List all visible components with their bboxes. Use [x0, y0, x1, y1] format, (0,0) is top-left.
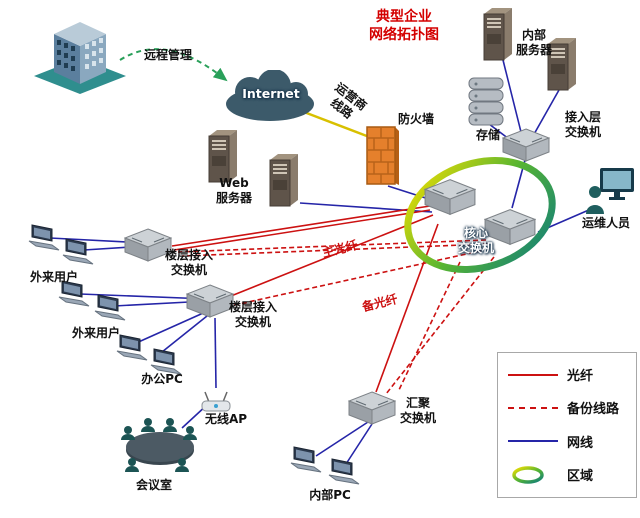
internal-pc-icon	[290, 446, 326, 474]
internal-pc-icon	[328, 458, 364, 486]
floor-switch1-label: 楼层接入 交换机	[164, 248, 213, 277]
meeting-room-icon	[116, 414, 204, 476]
legend-row-cable: 网线	[508, 432, 626, 451]
external-users2-label: 外来用户	[71, 326, 120, 340]
remote-management-label: 远程管理	[143, 48, 192, 62]
ops-staff-label: 运维人员	[581, 216, 630, 230]
legend: 光纤 备份线路 网线 区域	[497, 352, 637, 498]
firewall-label: 防火墙	[397, 112, 434, 126]
core-switch-icon	[424, 178, 476, 216]
headquarters-building-icon	[34, 10, 126, 98]
zone-ring-sample	[512, 466, 544, 484]
aggregation-switch-label: 汇聚 交换机	[399, 396, 436, 425]
office-pc-label: 办公PC	[141, 372, 183, 386]
external-users1-label: 外来用户	[29, 270, 78, 284]
core-switch-label: 核心 交换机	[457, 226, 494, 255]
access-switch-label: 接入层 交换机	[564, 110, 601, 139]
external-user-laptop-icon	[94, 294, 130, 322]
web-server-label: Web 服务器	[215, 176, 252, 205]
storage-icon	[466, 76, 506, 128]
cable-label: 网线	[567, 435, 594, 451]
fiber-line-sample	[508, 373, 558, 376]
cable-line-sample	[508, 440, 558, 443]
remote-management-link	[119, 48, 228, 82]
legend-row-fiber: 光纤	[508, 365, 626, 384]
fiber-label: 光纤	[567, 369, 594, 384]
ops-staff-icon	[584, 166, 636, 216]
backup-fiber-lines	[177, 239, 495, 395]
floor-switch2-label: 楼层接入 交换机	[228, 300, 277, 329]
backup-line-sample	[508, 406, 558, 409]
diagram-title: 典型企业 网络拓扑图	[369, 9, 439, 44]
wireless-ap-icon	[200, 390, 232, 414]
core-zone-ring	[404, 157, 556, 273]
external-user-laptop-icon	[28, 224, 64, 252]
internet-label: Internet	[242, 86, 300, 101]
web-server-icon	[264, 150, 304, 208]
fiber-lines	[171, 205, 439, 393]
zone-label: 区域	[567, 469, 594, 485]
access-layer-switch-icon	[502, 128, 550, 162]
network-cables	[49, 55, 599, 465]
legend-row-backup: 备份线路	[508, 398, 626, 417]
carrier-link	[303, 110, 373, 140]
internal-pc-label: 内部PC	[309, 488, 351, 502]
internal-server-label: 内部 服务器	[515, 28, 552, 57]
external-user-laptop-icon	[62, 238, 98, 266]
meeting-room-label: 会议室	[135, 478, 172, 492]
firewall-icon	[366, 126, 400, 186]
aggregation-switch-icon	[348, 390, 396, 426]
wireless-ap-label: 无线AP	[204, 412, 248, 426]
backup-label: 备份线路	[567, 402, 620, 418]
storage-label: 存储	[475, 128, 500, 142]
legend-row-zone: 区域	[508, 465, 626, 485]
